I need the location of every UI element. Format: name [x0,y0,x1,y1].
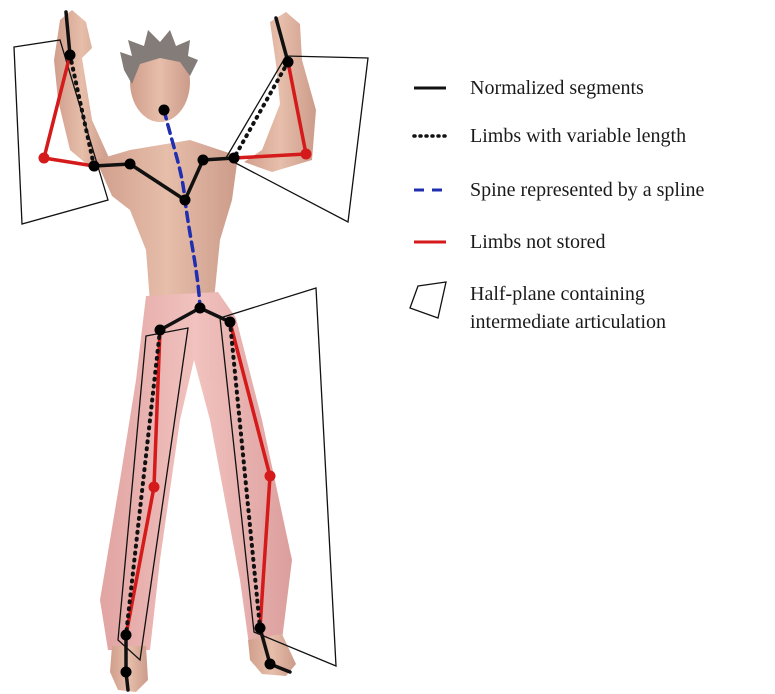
legend-label-halfplane-line2: intermediate articulation [470,311,666,333]
legend-item-notstored: Limbs not stored [414,231,606,253]
joint-left-shoulder [89,161,100,172]
joint-left-toe [121,667,132,678]
joint-head [159,105,170,116]
legend-swatch-quad [410,282,446,318]
joint-pelvis [195,303,206,314]
legend-item-spine: Spine represented by a spline [414,179,704,201]
legend-item-halfplane: Half-plane containing intermediate artic… [410,282,666,333]
joint-left-ankle [121,630,132,641]
joint-right-ankle [255,623,266,634]
joint-left-knee [149,482,160,493]
joint-right-knee [265,471,276,482]
joint-left-wrist [65,50,76,61]
legend-label-normalized: Normalized segments [470,77,644,99]
joint-right-toe [265,659,276,670]
joint-right-wrist [283,57,294,68]
legend-item-normalized: Normalized segments [414,77,644,99]
legend-item-variable: Limbs with variable length [414,125,686,147]
black-left-foot [126,635,128,690]
legend-label-variable: Limbs with variable length [470,125,686,147]
joint-right-hip [225,317,236,328]
joint-chest [180,195,191,206]
joint-right-elbow [301,149,312,160]
joint-left-hip [155,325,166,336]
joint-left-clavicle [125,159,136,170]
legend-label-halfplane-line1: Half-plane containing [470,283,645,305]
joint-left-elbow [39,153,50,164]
joint-right-clavicle [198,155,209,166]
joint-right-shoulder [229,153,240,164]
legend-label-notstored: Limbs not stored [470,231,606,253]
legend-label-spine: Spine represented by a spline [470,179,704,201]
legend: Normalized segments Limbs with variable … [410,77,704,333]
